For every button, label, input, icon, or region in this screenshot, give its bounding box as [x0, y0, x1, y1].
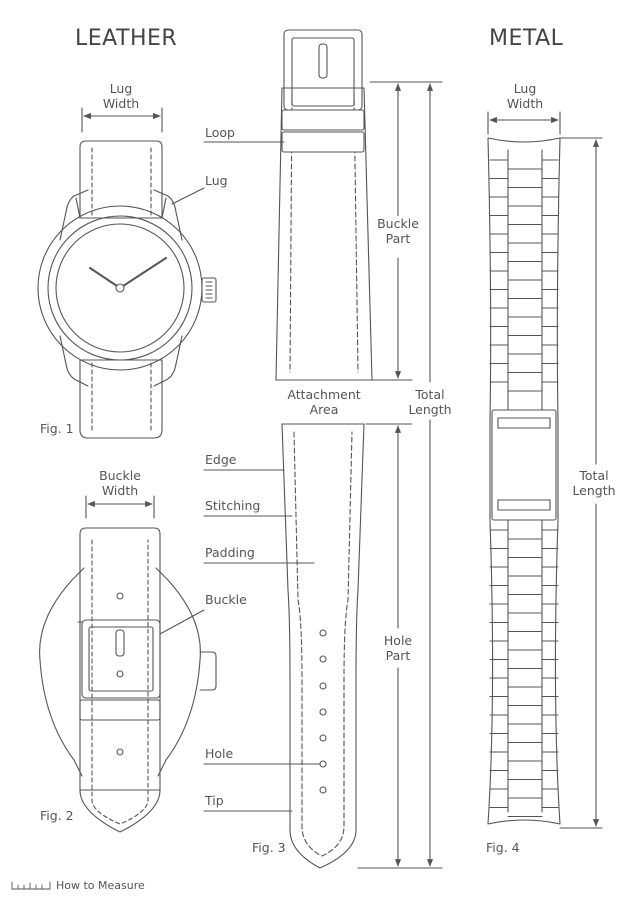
fig3-padding-label: Padding — [205, 545, 255, 560]
fig1-watch-drawing — [37, 107, 217, 439]
fig3-edge-label: Edge — [205, 452, 237, 467]
metal-heading: METAL — [489, 26, 564, 51]
fig3-stitching-label: Stitching — [205, 498, 261, 513]
fig2-buckle-label: Buckle — [205, 592, 247, 607]
fig3-caption: Fig. 3 — [252, 840, 286, 855]
leather-heading: LEATHER — [75, 26, 178, 51]
ruler-icon — [11, 881, 51, 890]
fig1-caption: Fig. 1 — [40, 421, 74, 436]
fig4-caption: Fig. 4 — [486, 840, 520, 855]
fig3-hole-label: Hole — [205, 746, 234, 761]
fig4-bracelet-drawing — [487, 111, 603, 829]
footer-how-to-measure: How to Measure — [56, 879, 145, 892]
fig3-loop-label: Loop — [205, 125, 235, 140]
fig3-strap-drawing — [203, 29, 443, 869]
fig1-lug-label: Lug — [205, 173, 228, 188]
fig3-tip-label: Tip — [205, 793, 224, 808]
fig2-caption: Fig. 2 — [40, 808, 74, 823]
fig2-buckle-drawing — [39, 495, 217, 833]
